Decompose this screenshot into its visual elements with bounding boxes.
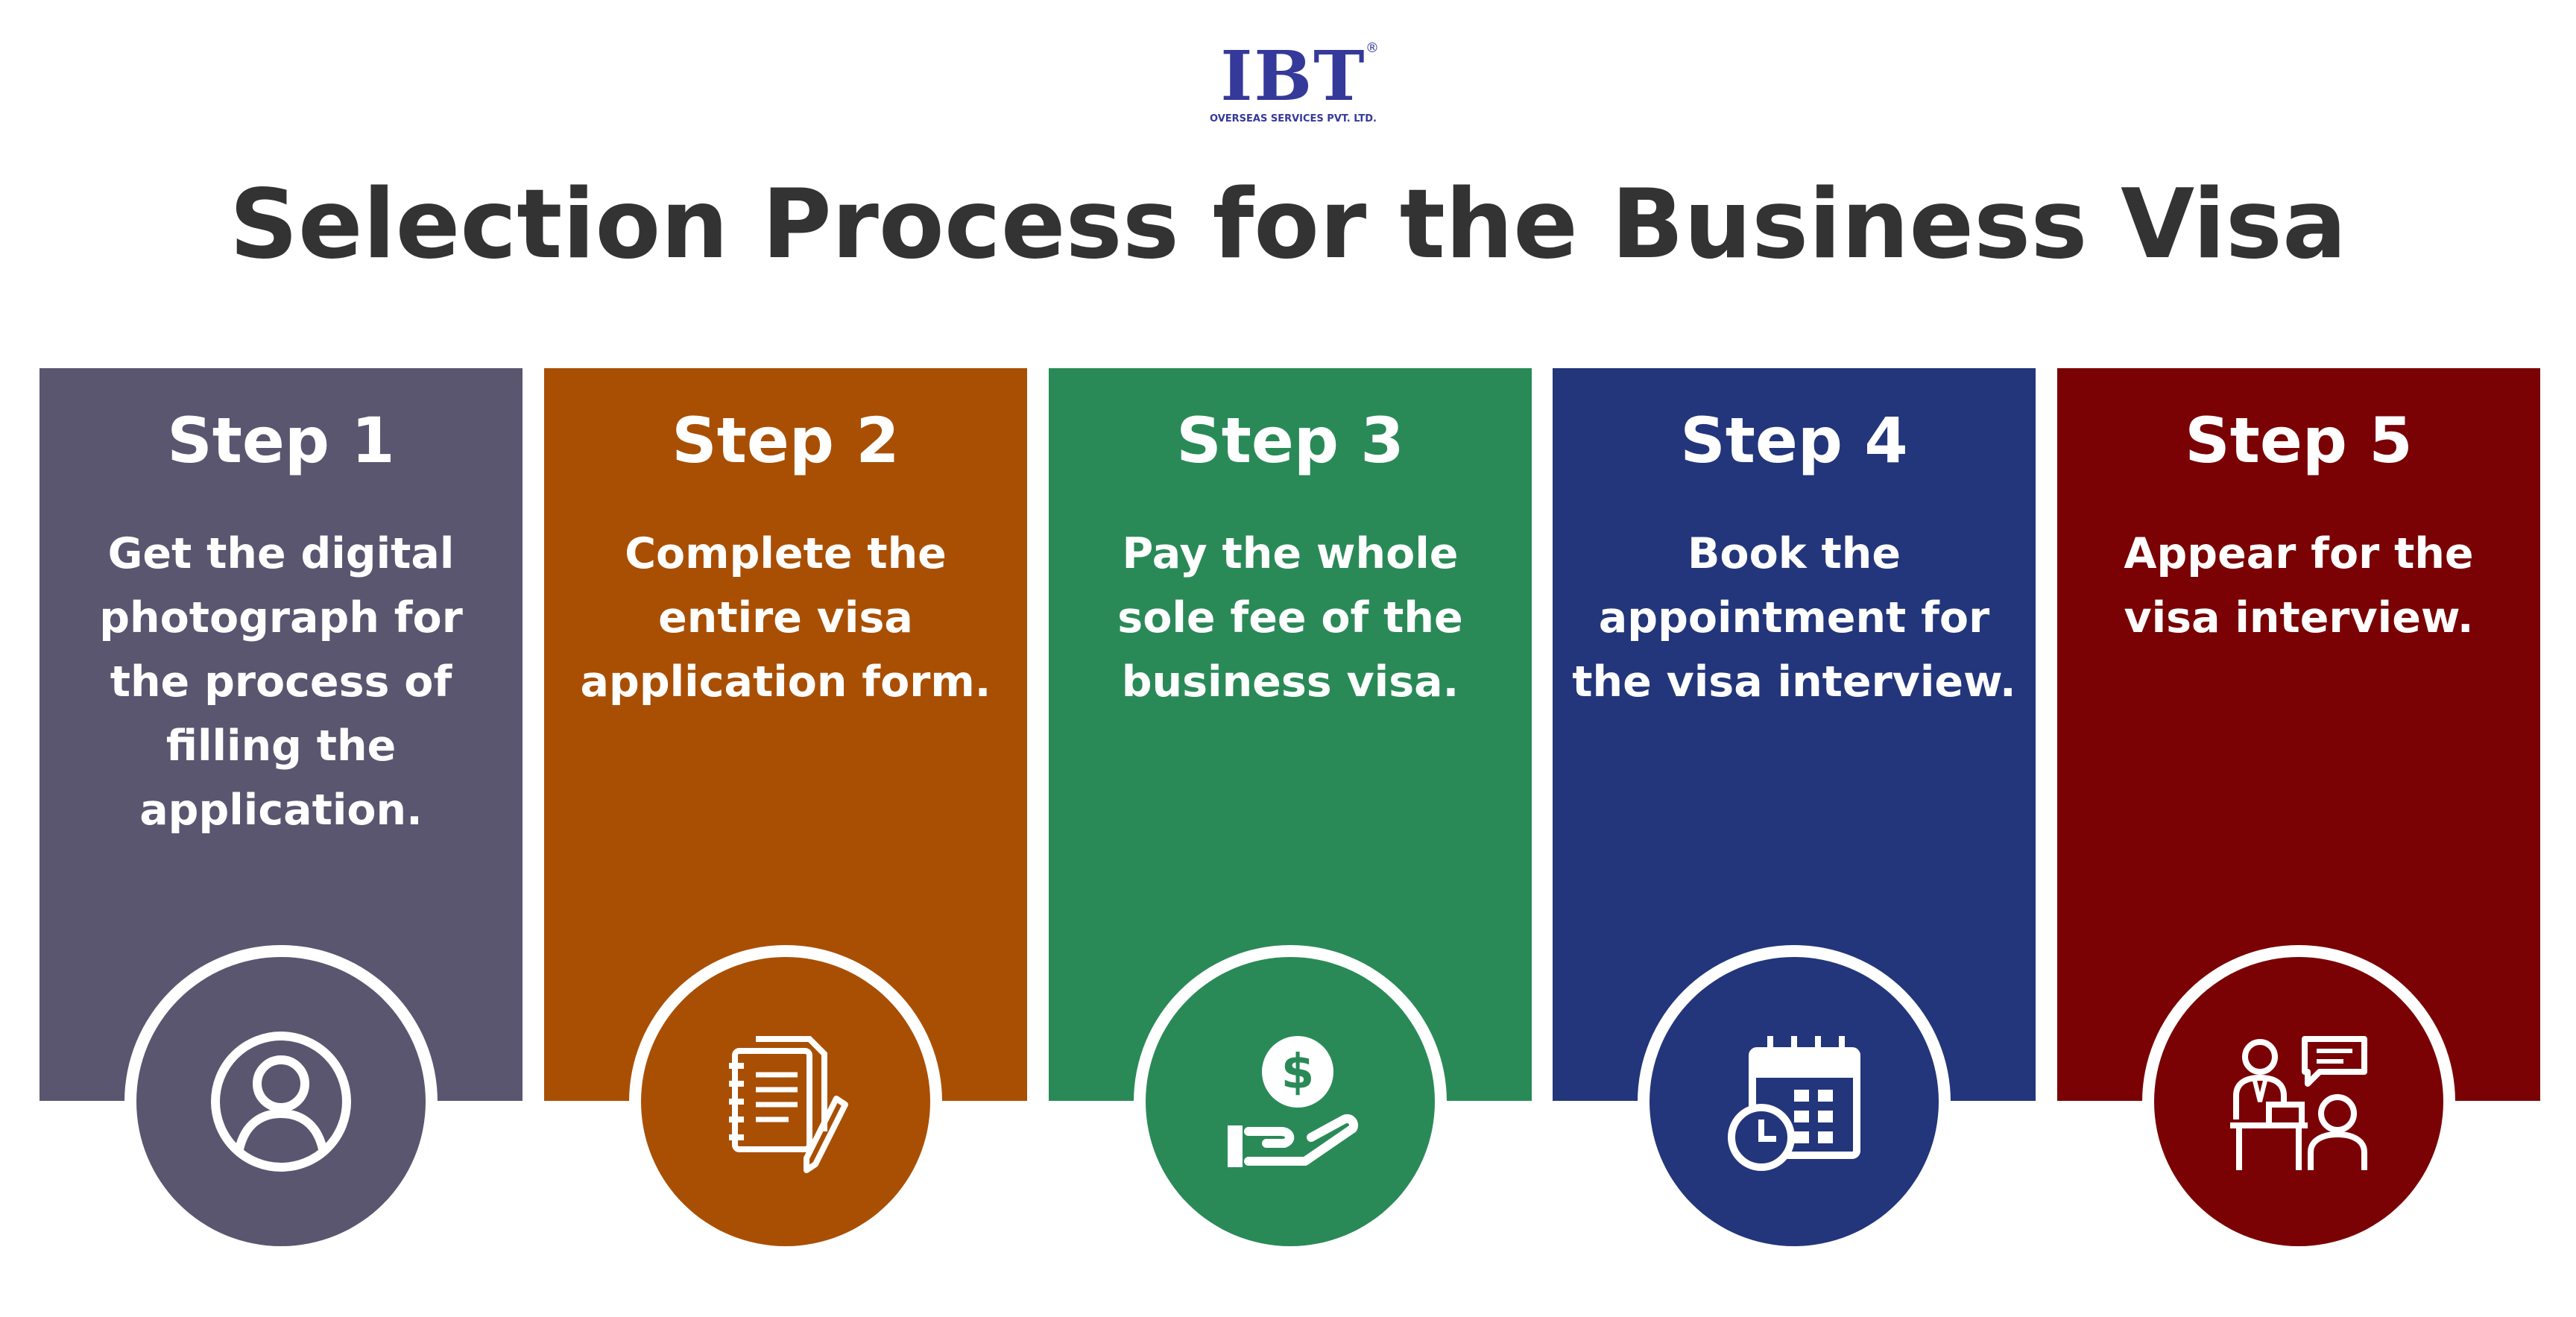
step-description-line: application form. (580, 657, 991, 707)
step-description-line: Get the digital (107, 529, 455, 578)
step-title: Step 2 (672, 404, 900, 477)
step-description-line: photograph for (99, 593, 463, 642)
step-5: Step 5 Appear for the visa interview. (2057, 0, 2540, 1317)
step-4: Step 4 Book the appointment for the visa… (1553, 0, 2036, 1317)
step-title: Step 1 (167, 404, 395, 477)
step-title: Step 3 (1176, 404, 1404, 477)
step-description-line: the process of (110, 657, 452, 707)
step-description-line: Appear for the (2124, 529, 2474, 578)
icon-circle (641, 957, 930, 1246)
step-description: Complete the entire visa application for… (562, 522, 1009, 714)
interview-icon (2230, 1036, 2367, 1170)
step-description-line: Pay the whole (1122, 529, 1459, 578)
brand-logo: IBT ® OVERSEAS SERVICES PVT. LTD. (1208, 36, 1379, 124)
page-title: Selection Process for the Business Visa (229, 169, 2347, 280)
step-title: Step 4 (1680, 404, 1908, 477)
icon-circle (136, 957, 426, 1246)
step-description-line: application. (139, 786, 423, 835)
dollar-coin-hand-icon: $ (1228, 1036, 1358, 1167)
step-3: Step 3 Pay the whole sole fee of the bus… (1049, 0, 1532, 1317)
step-2: Step 2 Complete the entire visa applicat… (544, 0, 1027, 1317)
logo-tagline: OVERSEAS SERVICES PVT. LTD. (1210, 113, 1377, 124)
step-description: Book the appointment for the visa interv… (1570, 522, 2018, 714)
calendar-clock-icon (1728, 1036, 1860, 1171)
logo-wordmark: IBT (1220, 36, 1366, 116)
step-description: Pay the whole sole fee of the business v… (1067, 522, 1514, 714)
step-description-line: visa interview. (2124, 593, 2474, 642)
step-description-line: business visa. (1121, 657, 1459, 707)
step-description-line: entire visa (658, 593, 913, 642)
step-title: Step 5 (2185, 404, 2413, 477)
step-description-line: the visa interview. (1572, 657, 2016, 707)
user-profile-icon (211, 1032, 351, 1172)
step-description: Appear for the visa interview. (2075, 522, 2522, 650)
step-description-line: Complete the (625, 529, 947, 578)
step-description: Get the digital photograph for the proce… (57, 522, 505, 842)
logo-registered-mark: ® (1366, 40, 1379, 56)
step-1: Step 1 Get the digital photograph for th… (40, 0, 523, 1317)
step-description-line: sole fee of the (1117, 593, 1463, 642)
step-description-line: appointment for (1598, 593, 1990, 642)
svg-text:$: $ (1281, 1045, 1315, 1100)
notebook-pencil-icon (729, 1036, 848, 1173)
step-description-line: Book the (1687, 529, 1901, 578)
step-description-line: filling the (165, 721, 397, 771)
